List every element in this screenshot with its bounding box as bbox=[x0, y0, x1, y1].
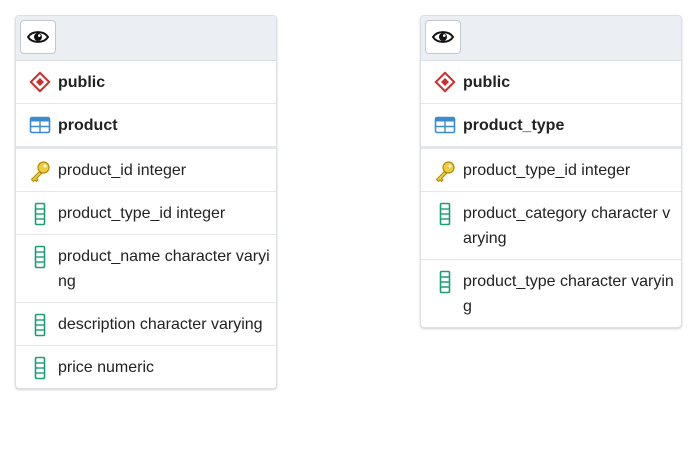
table-name: product bbox=[58, 116, 118, 134]
column-icon bbox=[28, 313, 52, 337]
table-node-header bbox=[421, 16, 681, 61]
column-label: product_id integer bbox=[58, 162, 187, 179]
column-label: price numeric bbox=[58, 359, 155, 376]
table-name: product_type bbox=[463, 116, 565, 134]
column-row[interactable]: product_id integer bbox=[16, 149, 276, 192]
table-name-row: product_type bbox=[421, 104, 681, 149]
table-name-row: product bbox=[16, 104, 276, 149]
column-icon bbox=[433, 270, 457, 294]
table-icon bbox=[433, 116, 457, 134]
column-row[interactable]: product_name character varying bbox=[16, 235, 276, 303]
eye-icon bbox=[27, 31, 49, 43]
schema-name: public bbox=[463, 73, 511, 91]
primary-key-icon bbox=[28, 159, 52, 183]
column-icon bbox=[433, 202, 457, 226]
table-node-header bbox=[16, 16, 276, 61]
schema-name: public bbox=[58, 73, 106, 91]
column-label: product_type_id integer bbox=[58, 205, 226, 222]
column-row[interactable]: description character varying bbox=[16, 303, 276, 346]
column-label: product_type character varying bbox=[463, 273, 674, 315]
column-icon bbox=[28, 202, 52, 226]
table-node-product[interactable]: public product product_id integer bbox=[15, 15, 277, 389]
primary-key-icon bbox=[433, 159, 457, 183]
column-label: product_type_id integer bbox=[463, 162, 631, 179]
column-icon bbox=[28, 245, 52, 269]
table-node-product-type[interactable]: public product_type product_type_id inte… bbox=[420, 15, 682, 328]
column-row[interactable]: product_type character varying bbox=[421, 260, 681, 327]
view-toggle-button[interactable] bbox=[425, 20, 461, 54]
column-row[interactable]: product_type_id integer bbox=[16, 192, 276, 235]
schema-row: public bbox=[421, 61, 681, 104]
column-row[interactable]: product_type_id integer bbox=[421, 149, 681, 192]
column-label: product_category character varying bbox=[463, 205, 671, 247]
view-toggle-button[interactable] bbox=[20, 20, 56, 54]
eye-icon bbox=[432, 31, 454, 43]
schema-icon bbox=[433, 71, 457, 93]
schema-row: public bbox=[16, 61, 276, 104]
column-label: description character varying bbox=[58, 316, 263, 333]
schema-icon bbox=[28, 71, 52, 93]
column-row[interactable]: price numeric bbox=[16, 346, 276, 388]
column-icon bbox=[28, 356, 52, 380]
table-icon bbox=[28, 116, 52, 134]
column-label: product_name character varying bbox=[58, 248, 270, 290]
column-row[interactable]: product_category character varying bbox=[421, 192, 681, 260]
